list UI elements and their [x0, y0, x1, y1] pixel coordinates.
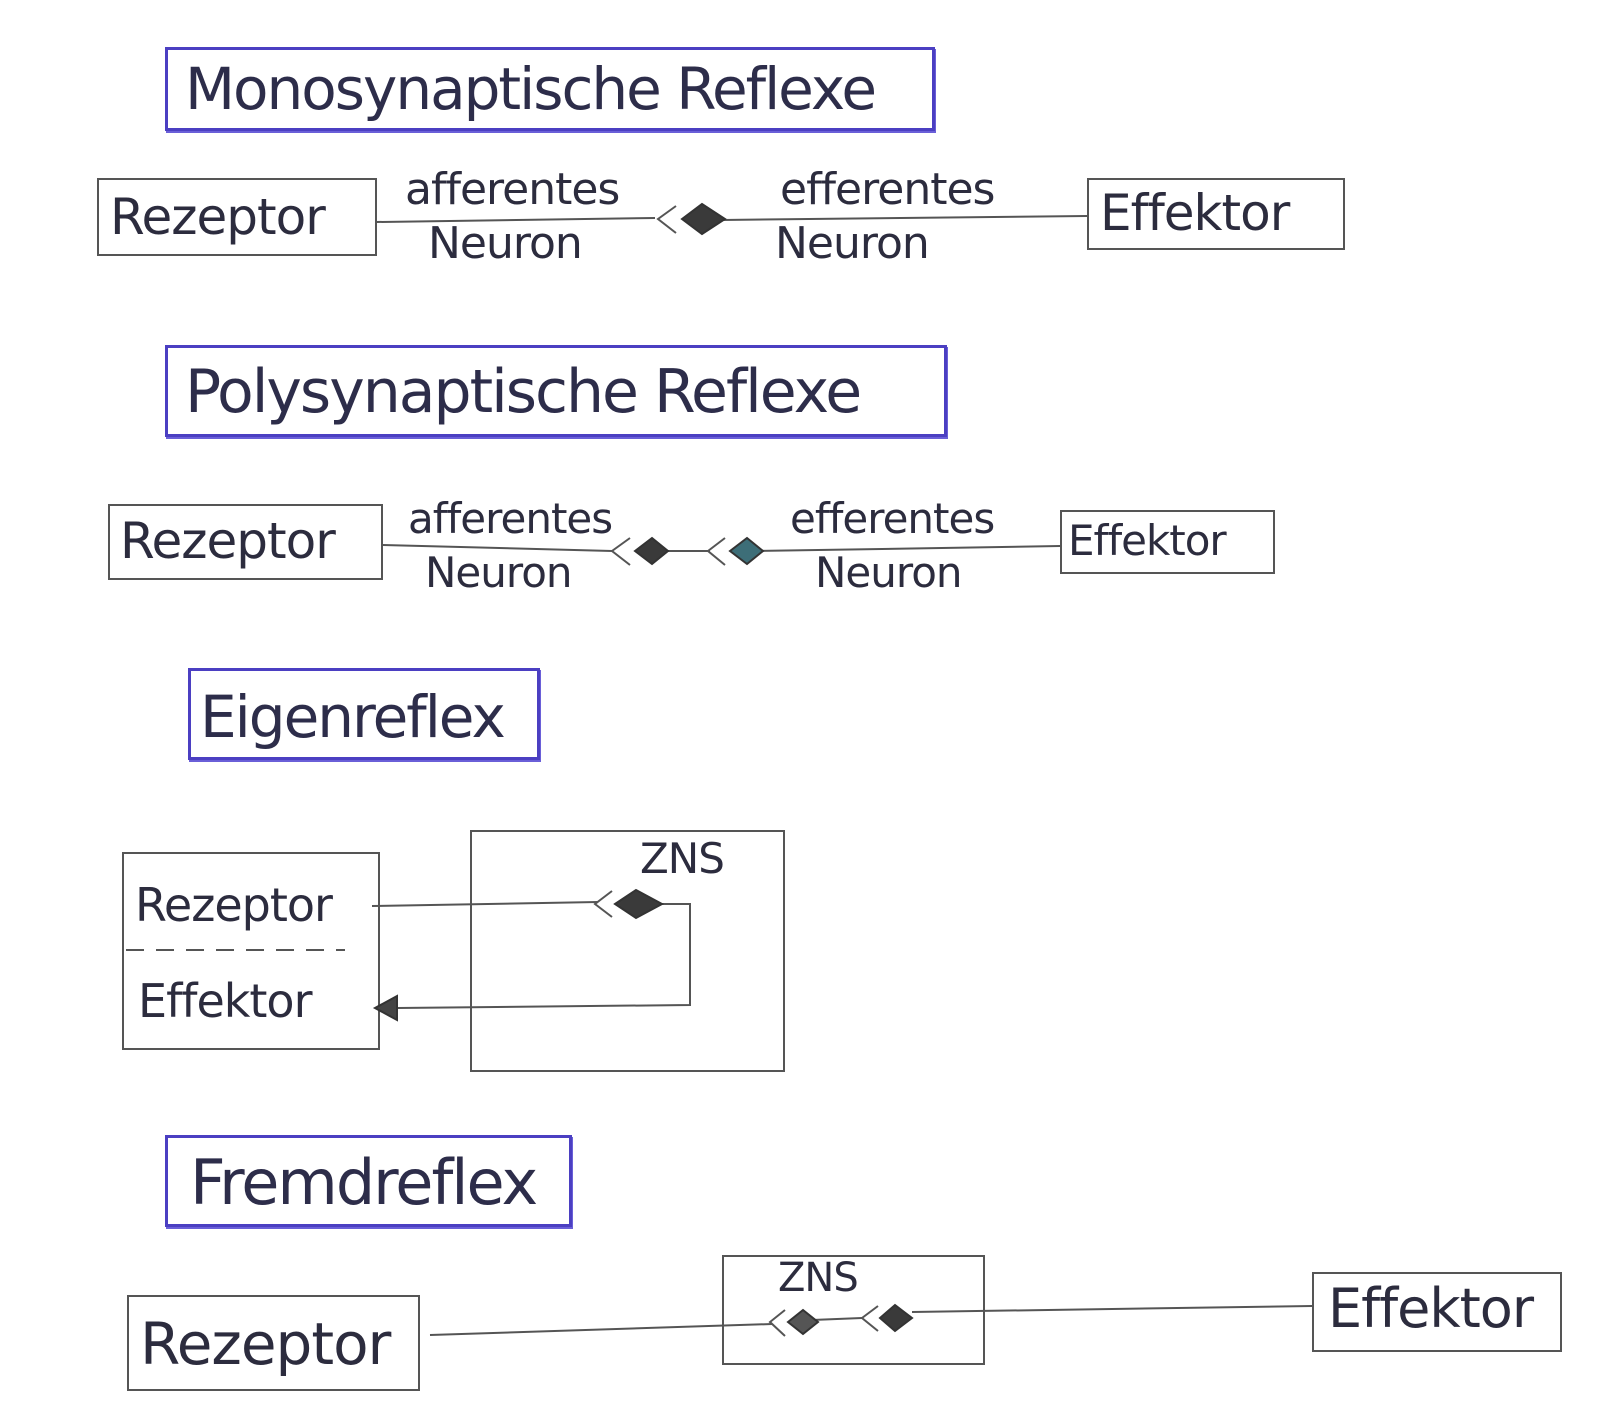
composition-diamond-icon: [613, 888, 665, 920]
poly-efferent-label-1: efferentes: [790, 494, 995, 543]
open-arrow-icon: [860, 1305, 879, 1332]
fremd-effector-box: [1312, 1272, 1562, 1352]
mono-afferent-line: [376, 217, 656, 223]
fremd-receptor-box: [127, 1295, 420, 1391]
open-arrow-icon: [593, 890, 613, 918]
fremd-afferent-line: [429, 1323, 773, 1336]
composition-diamond-icon: [633, 536, 670, 566]
poly-effector-box: [1060, 510, 1275, 574]
mono-afferent-label-1: afferentes: [405, 164, 620, 215]
title-poly: Polysynaptische Reflexe: [185, 357, 862, 427]
poly-receptor-label: Rezeptor: [120, 512, 336, 570]
eigen-efferent-line: [397, 903, 691, 1009]
eigen-effector-label: Effektor: [138, 974, 312, 1028]
composition-diamond-icon: [680, 202, 727, 236]
title-mono: Monosynaptische Reflexe: [185, 55, 877, 123]
mono-efferent-label-1: efferentes: [780, 164, 995, 215]
mono-receptor-box: [97, 178, 377, 256]
title-box-eigen: [188, 668, 540, 760]
eigen-zns-label: ZNS: [640, 834, 725, 883]
fremd-receptor-label: Rezeptor: [140, 1310, 391, 1378]
open-arrow-icon: [768, 1309, 786, 1337]
eigen-receptor-label: Rezeptor: [135, 878, 333, 932]
composition-diamond-icon: [878, 1303, 914, 1333]
fremd-effector-label: Effektor: [1328, 1277, 1534, 1340]
eigen-afferent-line: [371, 901, 599, 907]
open-arrow-icon: [706, 537, 726, 566]
title-box-poly: [165, 345, 947, 437]
open-arrow-icon: [656, 205, 677, 234]
eigen-receptor-effector-box: [122, 852, 380, 1050]
composition-diamond-icon: [728, 536, 765, 566]
mono-effector-box: [1087, 178, 1345, 250]
poly-efferent-line: [757, 545, 1061, 552]
title-box-mono: [165, 47, 935, 131]
fremd-efferent-line: [911, 1305, 1313, 1313]
mono-efferent-line: [721, 215, 1088, 221]
filled-arrow-icon: [372, 994, 398, 1022]
eigen-zns-box: [470, 830, 785, 1072]
title-box-fremd: [165, 1135, 572, 1227]
poly-afferent-label-2: Neuron: [425, 548, 573, 597]
open-arrow-icon: [610, 537, 631, 566]
poly-afferent-line: [382, 544, 613, 552]
title-fremd: Fremdreflex: [190, 1146, 538, 1219]
title-eigen: Eigenreflex: [200, 683, 506, 751]
fremd-interneuron-line: [811, 1317, 863, 1321]
fremd-zns-label: ZNS: [778, 1255, 859, 1301]
poly-effector-label: Effektor: [1068, 516, 1227, 565]
mono-afferent-label-2: Neuron: [428, 218, 583, 269]
poly-efferent-label-2: Neuron: [815, 548, 963, 597]
poly-afferent-label-1: afferentes: [408, 494, 613, 543]
mono-efferent-label-2: Neuron: [775, 218, 930, 269]
poly-receptor-box: [108, 504, 383, 580]
composition-diamond-icon: [786, 1308, 820, 1336]
mono-receptor-label: Rezeptor: [110, 188, 326, 246]
mono-effector-label: Effektor: [1100, 184, 1290, 242]
